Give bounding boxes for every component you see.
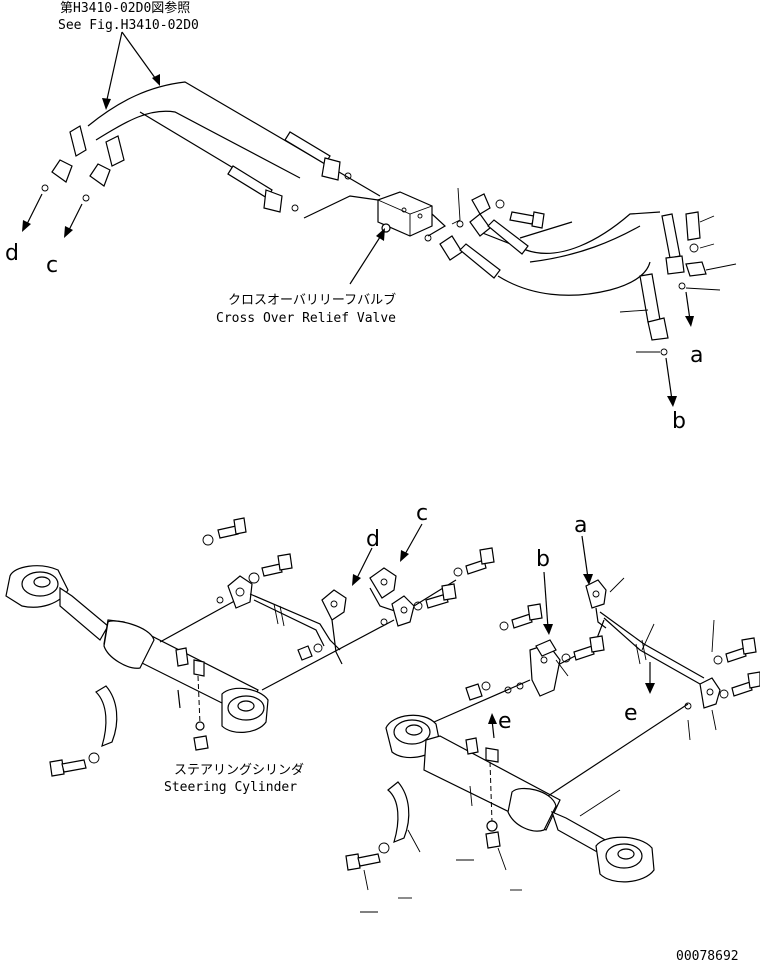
hose-fitting-lower-mid (227, 165, 299, 213)
hose-fitting-a (661, 213, 685, 275)
cylinder-head-eye (221, 687, 269, 733)
clamp-left (95, 685, 118, 748)
bracket-b-right (529, 639, 561, 697)
bolt-right-1 (499, 603, 543, 631)
bolt-right-side (678, 211, 707, 290)
see-fig-jp-label: 第H3410-02D0図参照 (60, 0, 190, 16)
hose-fitting-right-lower (439, 235, 501, 279)
ref-label-a-bottom: a (574, 513, 587, 538)
bolt-top-a (202, 517, 247, 546)
steering-cylinder-left: d c ステアリングシリンダ Steering Cylinder (5, 501, 495, 795)
flange-left-pipe (227, 575, 253, 609)
ref-label-d-top: d (5, 241, 19, 266)
ref-label-d-bottom: d (366, 527, 380, 552)
ref-label-e-right: e (624, 701, 638, 726)
cross-over-relief-valve (377, 191, 433, 237)
ref-label-b-top: b (672, 409, 686, 434)
ref-label-c-bottom: c (416, 501, 428, 526)
nut-right (465, 681, 512, 701)
see-fig-en-label: See Fig.H3410-02D0 (58, 18, 199, 33)
flange-right-pipe (391, 595, 415, 627)
hose-fitting-upper-mid (284, 131, 352, 181)
bolt-far-right (453, 547, 495, 577)
hose-fitting-b (639, 273, 669, 341)
flange-a-right (585, 579, 607, 609)
cylinder-rod-end-eye-right (595, 836, 655, 883)
nut-mid (297, 643, 323, 661)
ref-label-b-bottom: b (536, 547, 550, 572)
hose-fitting-right-upper (469, 213, 529, 255)
top-hose-assembly: 第H3410-02D0図参照 See Fig.H3410-02D0 d c (5, 0, 737, 434)
bolt-left-clamp (49, 752, 100, 777)
flange-d (321, 589, 347, 621)
valve-en-label: Cross Over Relief Valve (216, 311, 396, 326)
cylinder-jp-label: ステアリングシリンダ (174, 763, 304, 778)
bolt-top-right (509, 211, 545, 229)
bolt-mid-right (413, 583, 457, 611)
drawing-number: 00078692 (676, 949, 739, 964)
bolt-right-3 (713, 637, 757, 665)
bolt-lower-right (345, 842, 390, 871)
ref-label-c-top: c (46, 253, 58, 278)
steering-cylinder-right: a b e e (345, 513, 760, 913)
hose-fitting-c (82, 135, 125, 202)
valve-jp-label: クロスオーバリリーフバルブ (228, 292, 396, 308)
ref-label-e-left: e (498, 709, 512, 734)
bolt-right-4 (719, 671, 760, 699)
flange-c (369, 567, 397, 599)
clamp-right (387, 781, 410, 844)
ref-label-a-top: a (690, 343, 703, 368)
cylinder-rod-end-eye (5, 565, 69, 608)
bolt-top-b (248, 553, 293, 584)
bolt-right-2 (561, 635, 605, 663)
cylinder-en-label: Steering Cylinder (164, 780, 297, 795)
flange-e-right (699, 677, 721, 709)
elbow-fitting-top (471, 193, 505, 215)
hose-fitting-d (41, 125, 87, 192)
